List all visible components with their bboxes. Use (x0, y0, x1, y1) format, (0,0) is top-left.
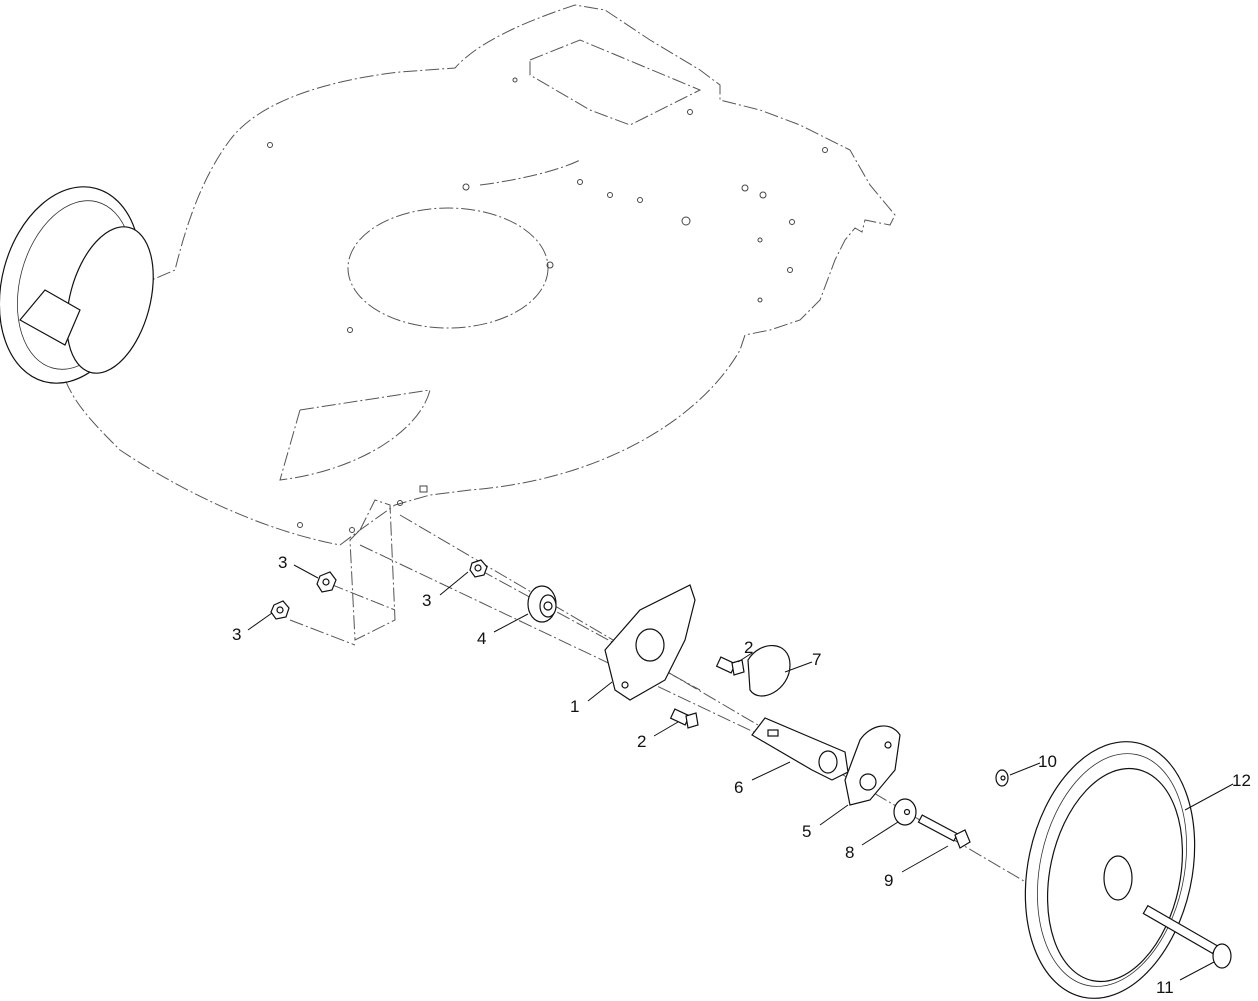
nut-3c (469, 559, 488, 578)
callout-8: 8 (845, 843, 854, 862)
callout-10: 10 (1038, 752, 1057, 771)
callout-2: 2 (744, 638, 753, 657)
callout-6: 6 (734, 778, 743, 797)
plate-5 (844, 725, 901, 806)
front-wheel-12 (1024, 741, 1196, 999)
cover-7 (747, 645, 791, 697)
washer-8 (893, 798, 917, 826)
callout-3: 3 (278, 553, 287, 572)
callout-5: 5 (802, 822, 811, 841)
bolt-2a (715, 656, 745, 676)
washer-10 (995, 769, 1009, 787)
callout-12: 12 (1232, 771, 1251, 790)
callout-4: 4 (477, 629, 486, 648)
callout-7: 7 (812, 650, 821, 669)
callout-3: 3 (422, 591, 431, 610)
nut-3a (316, 571, 337, 593)
rear-wheel (0, 186, 154, 384)
callout-3: 3 (232, 625, 241, 644)
callout-9: 9 (884, 871, 893, 890)
leader-lines (247, 564, 1234, 981)
shoulder-bolt-11 (1142, 904, 1232, 969)
callout-11: 11 (1156, 978, 1174, 997)
bolt-9 (917, 814, 971, 849)
callout-1: 1 (570, 697, 579, 716)
nut-3b (270, 600, 290, 620)
bushing-4 (527, 585, 557, 623)
assembly-axis-lines (289, 514, 1151, 956)
mower-deck-outline (59, 4, 896, 641)
bolt-2b (669, 708, 699, 729)
callout-2: 2 (637, 732, 646, 751)
bracket-1 (604, 584, 696, 701)
arm-6 (751, 717, 849, 781)
callouts: 3 3 3 4 1 2 2 7 6 5 8 9 10 12 11 (232, 553, 1251, 997)
